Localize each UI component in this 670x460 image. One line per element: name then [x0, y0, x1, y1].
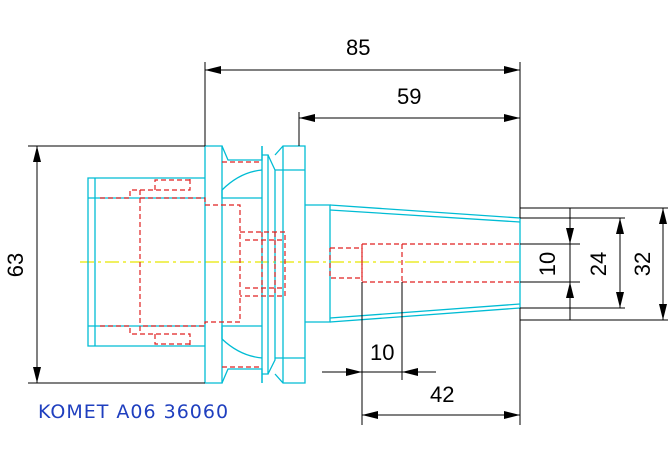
dim-bore-depth: 42	[430, 382, 454, 407]
dimension-lines	[28, 62, 668, 425]
dim-bore-offset: 10	[370, 340, 394, 365]
dim-taper-small-diameter: 24	[586, 252, 611, 276]
dim-flange-diameter: 63	[3, 253, 28, 277]
dim-taper-large-diameter: 32	[630, 252, 655, 276]
dim-shank-length: 59	[397, 84, 421, 109]
dim-overall-length: 85	[346, 35, 370, 60]
product-label: KOMET A06 36060	[38, 401, 229, 423]
tool-body-outline	[87, 145, 521, 384]
hidden-internal-features	[100, 161, 520, 368]
dim-bore-diameter: 10	[535, 252, 560, 276]
